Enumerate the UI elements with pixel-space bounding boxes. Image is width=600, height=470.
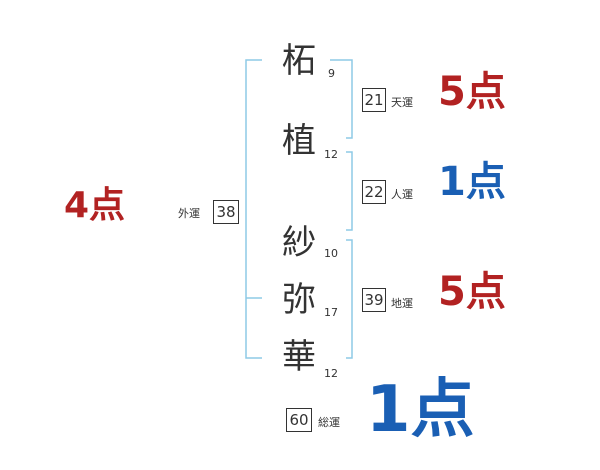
tenkaku-label: 天運: [391, 96, 413, 109]
name-char-2: 植: [282, 121, 316, 161]
stroke-count-4: 17: [324, 306, 338, 319]
jinkaku-score: 1点: [438, 159, 506, 205]
stroke-count-2: 12: [324, 148, 338, 161]
name-char-4: 弥: [282, 280, 316, 320]
tenkaku-score: 5点: [438, 69, 506, 115]
jinkaku-value-box: 22: [362, 180, 386, 204]
stroke-count-1: 9: [328, 67, 335, 80]
gaikaku-bracket: [245, 59, 262, 359]
stroke-count-3: 10: [324, 247, 338, 260]
jinkaku-label: 人運: [391, 188, 413, 201]
chikaku-bracket: [346, 239, 353, 359]
jinkaku-bracket: [346, 151, 353, 231]
name-char-1: 柘: [282, 41, 316, 81]
stroke-count-5: 12: [324, 367, 338, 380]
gaikaku-value-box: 38: [213, 200, 239, 224]
chikaku-score: 5点: [438, 269, 506, 315]
tenkaku-value-box: 21: [362, 88, 386, 112]
name-char-5: 華: [282, 337, 316, 377]
tenkaku-bracket: [330, 59, 353, 139]
name-char-3: 紗: [282, 223, 316, 263]
chikaku-label: 地運: [391, 297, 413, 310]
soukaku-label: 総運: [318, 416, 340, 429]
soukaku-value-box: 60: [286, 408, 312, 432]
chikaku-value-box: 39: [362, 288, 386, 312]
soukaku-score: 1点: [366, 373, 475, 447]
gaikaku-score: 4点: [64, 185, 126, 226]
gaikaku-label: 外運: [178, 207, 200, 220]
